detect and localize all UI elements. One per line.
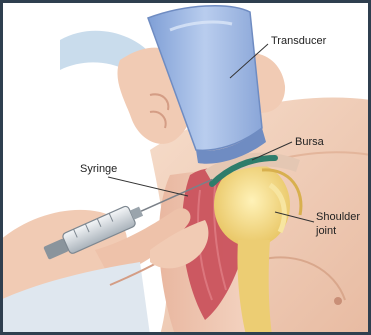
- syringe-label: Syringe: [80, 163, 117, 175]
- shoulder-joint-label-line1: Shoulder: [316, 211, 360, 223]
- shoulder-joint-label-line2: joint: [315, 225, 336, 237]
- transducer-label: Transducer: [271, 35, 327, 47]
- bursa-label: Bursa: [295, 136, 325, 148]
- nipple: [334, 297, 342, 305]
